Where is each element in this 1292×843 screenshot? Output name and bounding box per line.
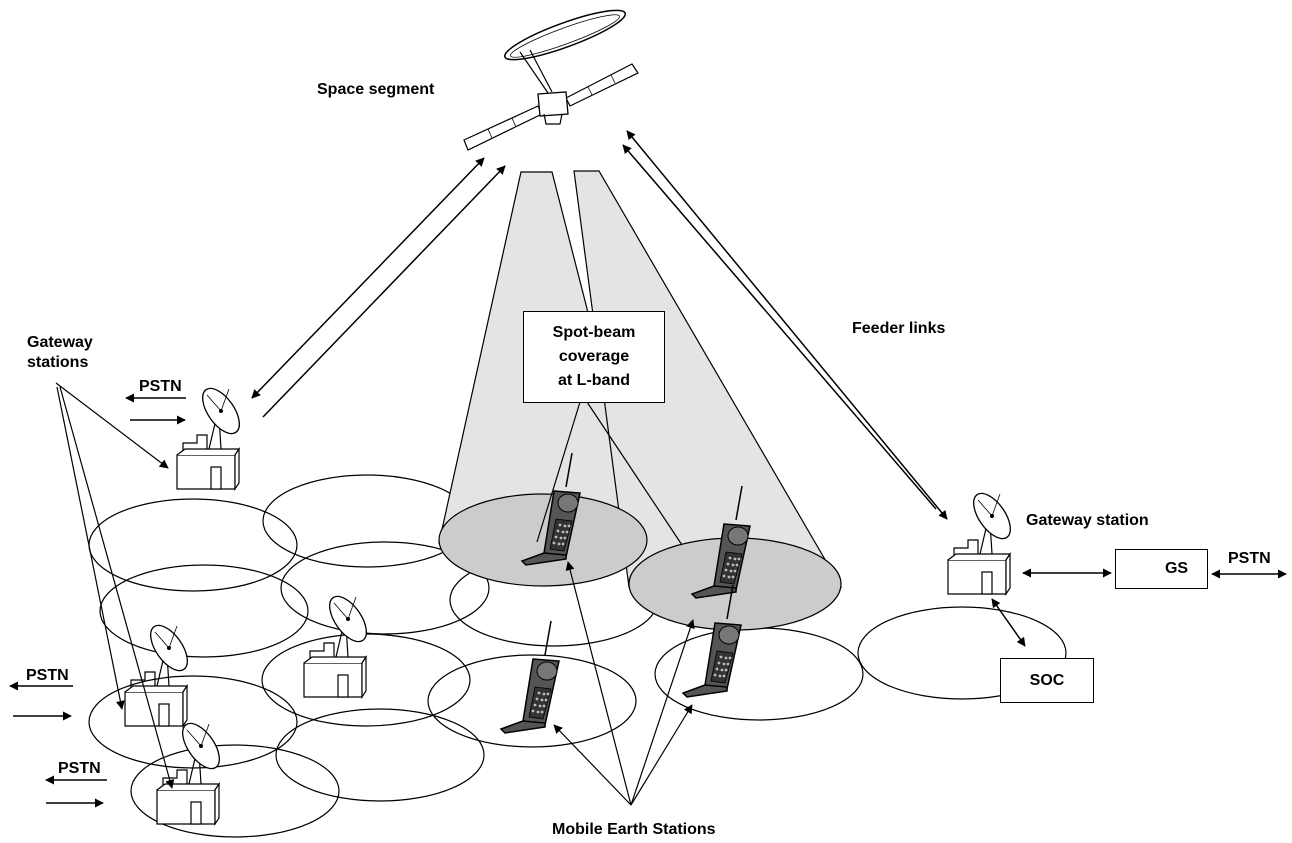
pstn-label: PSTN	[1228, 550, 1271, 567]
spot-beam-coverage-box: Spot-beam coverage at L-band	[523, 311, 665, 403]
spot-beam-line-1: Spot-beam	[552, 324, 636, 341]
pstn-label: PSTN	[139, 378, 182, 395]
pstn-label: PSTN	[26, 667, 69, 684]
soc-box: SOC	[1000, 658, 1094, 703]
spot-cell-left	[438, 493, 648, 587]
feeder-links-label: Feeder links	[852, 320, 946, 337]
spot-beam-line-3: at L-band	[558, 372, 630, 389]
spot-beam-line-2: coverage	[558, 348, 630, 365]
cell	[280, 541, 490, 635]
mobile-phone-icon	[500, 620, 560, 734]
gateway-station-icon	[124, 618, 196, 727]
gateway-stations-line-2: stations	[27, 354, 89, 371]
feeder-link-arrows	[251, 130, 948, 520]
pstn-arrows	[9, 393, 1287, 808]
gateway-station-icon	[303, 589, 375, 698]
cell	[262, 474, 472, 568]
cell	[130, 744, 340, 838]
mes-pointers	[553, 561, 695, 806]
cell	[99, 564, 309, 658]
cell	[88, 498, 298, 592]
pstn-label: PSTN	[58, 760, 101, 777]
gateway-stations-line-1: Gateway	[27, 334, 93, 351]
gateway-station-icon	[176, 381, 248, 490]
feeder-arrow	[626, 130, 948, 520]
gateway-station-label: Gateway station	[1026, 512, 1149, 529]
gateway-station-icon	[947, 486, 1019, 595]
feeder-arrow	[251, 157, 485, 399]
feeder-arrow	[622, 144, 937, 510]
space-segment-label: Space segment	[317, 81, 435, 98]
feeder-arrow	[262, 165, 506, 418]
gs-box: GS	[1115, 549, 1208, 589]
mobile-earth-stations-label: Mobile Earth Stations	[552, 821, 716, 838]
satellite-icon	[463, 9, 639, 151]
cell	[857, 606, 1067, 700]
cell	[275, 708, 485, 802]
gateway-pointers	[55, 382, 175, 789]
cell	[427, 654, 637, 748]
gateway-stations-label: Gateway stations	[27, 333, 93, 373]
